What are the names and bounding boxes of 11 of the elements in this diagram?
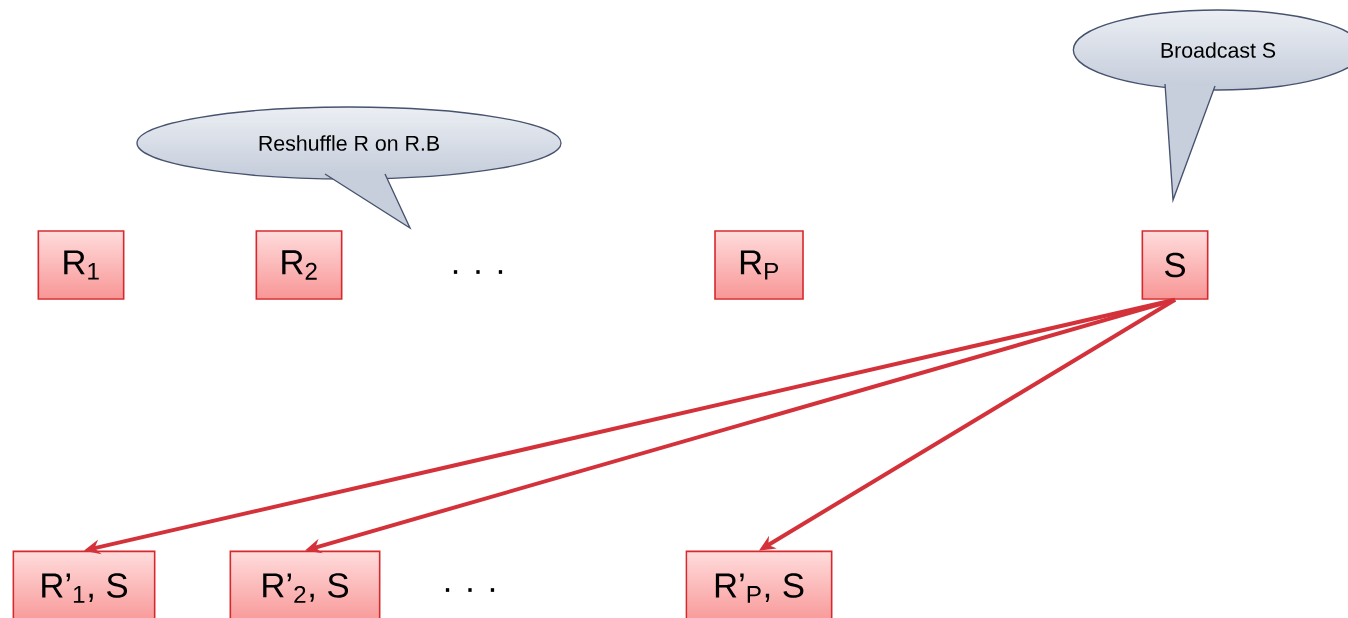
process-box: R$_{2}$ — [255, 230, 343, 300]
speech-bubble: Broadcast S — [1072, 9, 1348, 204]
ellipsis: . . . — [445, 588, 495, 592]
process-box: R’$_{1}$, S — [12, 550, 156, 618]
ellipsis: . . . — [453, 270, 503, 274]
process-box: R$_{1}$ — [37, 230, 125, 300]
process-box: R’$_{P}$, S — [685, 550, 833, 618]
process-box: S — [1141, 230, 1209, 300]
process-box: R$_{P}$ — [714, 230, 804, 300]
speech-bubble: Reshuffle R on R.B — [136, 106, 562, 230]
process-box: R’$_{2}$, S — [229, 550, 381, 618]
